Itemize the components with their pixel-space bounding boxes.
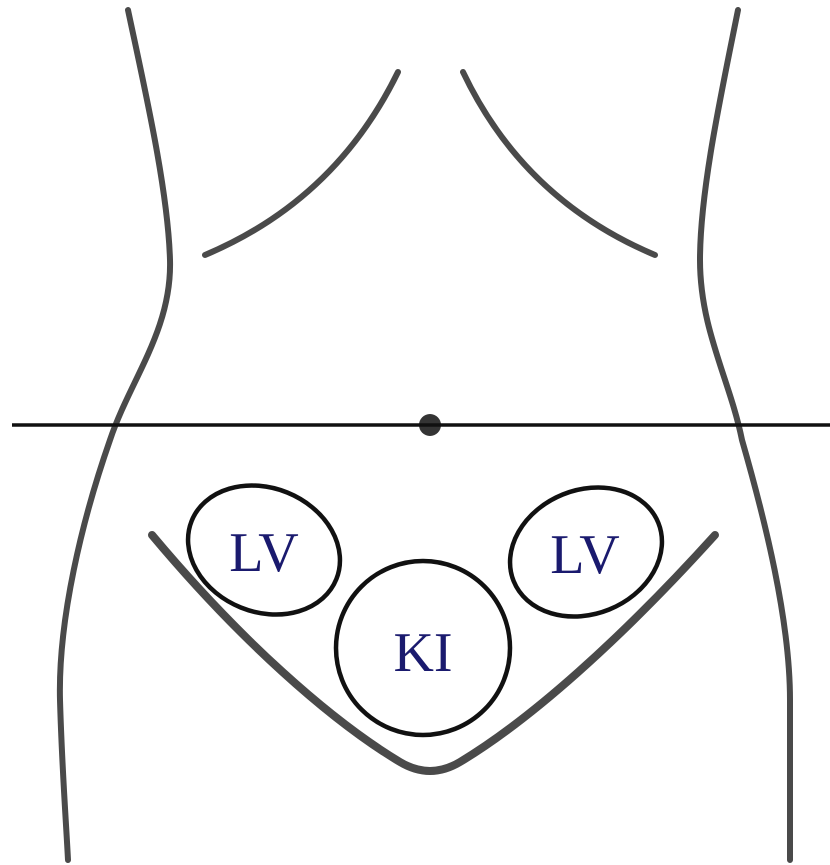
left-rib-line <box>205 72 398 255</box>
right-rib-line <box>463 72 655 255</box>
center-ki-label: KI <box>393 622 452 684</box>
left-lv-label: LV <box>229 522 299 584</box>
torso-right-outline <box>700 10 790 860</box>
navel-dot <box>419 414 441 436</box>
right-lv-label: LV <box>550 524 620 586</box>
torso-left-outline <box>60 10 170 860</box>
